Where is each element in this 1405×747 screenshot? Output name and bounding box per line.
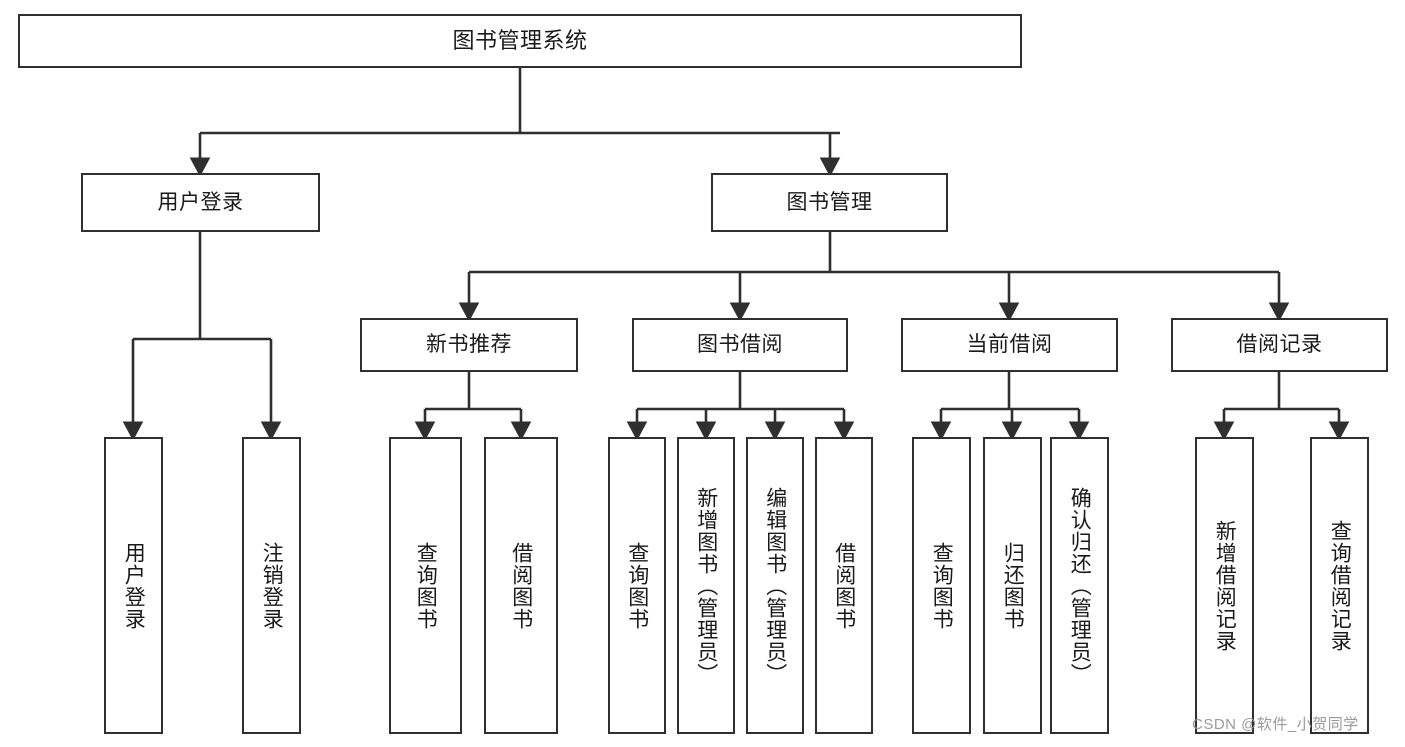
node-leaf-borrow-book-2-label: 借阅图书: [832, 541, 856, 630]
node-leaf-logout-login[interactable]: 注销登录: [242, 437, 301, 734]
node-leaf-query-book-1[interactable]: 查询图书: [389, 437, 462, 734]
node-leaf-edit-book-label: 编辑图书（管理员）: [763, 486, 787, 685]
node-new-book-recommend-label: 新书推荐: [426, 333, 512, 357]
node-leaf-return-book-label: 归还图书: [1001, 541, 1025, 630]
node-leaf-query-record-label: 查询借阅记录: [1328, 519, 1352, 652]
node-leaf-query-book-2[interactable]: 查询图书: [608, 437, 666, 734]
node-leaf-add-record-label: 新增借阅记录: [1213, 519, 1237, 652]
node-new-book-recommend[interactable]: 新书推荐: [360, 318, 578, 372]
node-user-login-label: 用户登录: [157, 190, 244, 214]
node-leaf-user-login[interactable]: 用户登录: [104, 437, 163, 734]
node-borrow-record[interactable]: 借阅记录: [1171, 318, 1388, 372]
node-leaf-add-book[interactable]: 新增图书（管理员）: [677, 437, 735, 734]
node-root-label: 图书管理系统: [452, 27, 588, 53]
node-leaf-query-record[interactable]: 查询借阅记录: [1310, 437, 1369, 734]
node-leaf-borrow-book-1[interactable]: 借阅图书: [484, 437, 558, 734]
csdn-watermark: CSDN @软件_小贺同学: [1192, 716, 1359, 733]
node-user-login[interactable]: 用户登录: [81, 173, 320, 232]
node-leaf-query-book-3-label: 查询图书: [930, 541, 954, 630]
node-leaf-edit-book[interactable]: 编辑图书（管理员）: [746, 437, 804, 734]
node-leaf-add-book-label: 新增图书（管理员）: [694, 486, 718, 685]
node-leaf-confirm-return[interactable]: 确认归还（管理员）: [1050, 437, 1109, 734]
node-root[interactable]: 图书管理系统: [18, 14, 1022, 68]
node-leaf-user-login-label: 用户登录: [122, 541, 146, 630]
node-book-manage-label: 图书管理: [786, 190, 873, 214]
node-current-borrow[interactable]: 当前借阅: [901, 318, 1118, 372]
node-leaf-query-book-1-label: 查询图书: [414, 541, 438, 630]
node-book-borrow-label: 图书借阅: [697, 333, 783, 357]
node-leaf-confirm-return-label: 确认归还（管理员）: [1068, 486, 1092, 685]
node-leaf-add-record[interactable]: 新增借阅记录: [1195, 437, 1254, 734]
node-leaf-return-book[interactable]: 归还图书: [983, 437, 1042, 734]
node-leaf-query-book-3[interactable]: 查询图书: [912, 437, 971, 734]
node-book-borrow[interactable]: 图书借阅: [632, 318, 848, 372]
node-current-borrow-label: 当前借阅: [966, 333, 1053, 357]
node-leaf-borrow-book-1-label: 借阅图书: [509, 541, 533, 630]
node-book-manage[interactable]: 图书管理: [711, 173, 948, 232]
node-borrow-record-label: 借阅记录: [1236, 333, 1323, 357]
node-leaf-query-book-2-label: 查询图书: [625, 541, 649, 630]
node-leaf-logout-login-label: 注销登录: [260, 541, 284, 630]
node-leaf-borrow-book-2[interactable]: 借阅图书: [815, 437, 873, 734]
